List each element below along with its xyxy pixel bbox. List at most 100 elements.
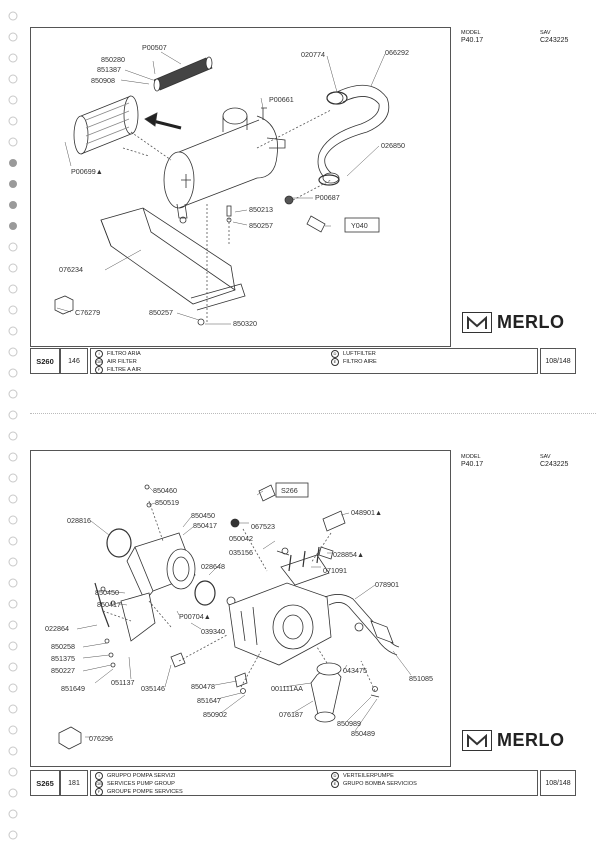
delivery-tube — [324, 594, 400, 656]
part-label: 850450 — [191, 511, 215, 520]
lang-flag: D — [331, 350, 339, 358]
merlo-logo: MERLO — [462, 730, 565, 751]
part-label: 850280 — [101, 55, 125, 64]
part-label: 039340 — [201, 627, 225, 636]
part-label: 850257 — [149, 308, 173, 317]
part-label: P00687 — [315, 193, 340, 202]
part-label: 028854▲ — [333, 550, 364, 559]
lang-flag: D — [331, 772, 339, 780]
part-label: 851649 — [61, 684, 85, 693]
part-label: P00507 — [142, 43, 167, 52]
sav-label: SAV — [540, 454, 551, 460]
pump-flange — [126, 532, 196, 602]
part-label: 850320 — [233, 319, 257, 328]
sav-value: C243225 — [540, 461, 569, 468]
part-label: 066292 — [385, 48, 409, 57]
binder-rings — [4, 0, 22, 842]
part-label: 850460 — [153, 486, 177, 495]
part-label: 050042 — [229, 534, 253, 543]
part-label: 076234 — [59, 265, 83, 274]
model-label: MODEL — [461, 30, 481, 36]
part-label: 850489 — [351, 729, 375, 738]
inner-filter-cartridge — [153, 56, 213, 92]
part-label: 067523 — [251, 522, 275, 531]
model-value: P40.17 — [461, 461, 484, 468]
sav-block: SAV C243225 — [540, 453, 568, 469]
part-label: 850417 — [193, 521, 217, 530]
part-label: Y040 — [351, 221, 368, 230]
lang-flag: F — [95, 366, 103, 374]
part-label: 851387 — [97, 65, 121, 74]
drawing-frame-air-filter: P00507 850280 851387 850908 P00699▲ P006… — [30, 27, 451, 347]
model-block: MODEL P40.17 — [461, 29, 483, 45]
pump-group-exploded-drawing: 850460 850519 850450 850417 028816 S266 … — [45, 482, 433, 750]
merlo-logo: MERLO — [462, 312, 565, 333]
air-filter-exploded-drawing: P00507 850280 851387 850908 P00699▲ P006… — [54, 43, 409, 328]
part-label: 043475 — [343, 666, 367, 675]
part-label: 850902 — [203, 710, 227, 719]
part-label: 850258 — [51, 642, 75, 651]
part-label: 028816 — [67, 516, 91, 525]
section-number: 181 — [60, 770, 88, 796]
part-label: 020774 — [301, 50, 325, 59]
part-label: 076296 — [89, 734, 113, 743]
merlo-logo-mark — [462, 730, 492, 751]
merlo-logo-mark — [462, 312, 492, 333]
part-label: 850989 — [337, 719, 361, 728]
pump-body — [228, 546, 332, 666]
part-label: 850450 — [95, 588, 119, 597]
brand-name: MERLO — [497, 312, 565, 332]
part-label: 851647 — [197, 696, 221, 705]
sav-block: SAV C243225 — [540, 29, 568, 45]
part-label: P00704▲ — [179, 612, 211, 621]
page-separator — [30, 413, 596, 414]
part-label: 850478 — [191, 682, 215, 691]
model-block: MODEL P40.17 — [461, 453, 483, 469]
part-label: 078901 — [375, 580, 399, 589]
intake-hose — [317, 84, 390, 184]
sav-label: SAV — [540, 30, 551, 36]
part-label: 076187 — [279, 710, 303, 719]
lang-flag: E — [331, 358, 339, 366]
lang-flag: GB — [95, 780, 103, 788]
lang-flag: F — [95, 788, 103, 796]
part-label: P00661 — [269, 95, 294, 104]
binder-ring-column — [8, 11, 18, 840]
section-number: 146 — [60, 348, 88, 374]
outer-filter-cartridge — [73, 95, 139, 155]
filter-housing — [163, 107, 286, 224]
part-label: 022864 — [45, 624, 69, 633]
lang-flag: I — [95, 772, 103, 780]
part-label: 850227 — [51, 666, 75, 675]
part-label: 035146 — [141, 684, 165, 693]
sav-value: C243225 — [540, 37, 569, 44]
part-label: 071091 — [323, 566, 347, 575]
lang-flag: E — [331, 780, 339, 788]
page-counter: 108/148 — [540, 348, 576, 374]
part-label: 001111AA — [271, 684, 303, 693]
part-label: 850257 — [249, 221, 273, 230]
part-label: 035156 — [229, 548, 253, 557]
drawing-frame-pump-group: 850460 850519 850450 850417 028816 S266 … — [30, 450, 451, 767]
section-code: S265 — [30, 770, 60, 796]
lang-flag: I — [95, 350, 103, 358]
part-label: 048901▲ — [351, 508, 382, 517]
lang-flag: GB — [95, 358, 103, 366]
part-label: 850519 — [155, 498, 179, 507]
part-label: 850213 — [249, 205, 273, 214]
mounting-bracket — [100, 207, 246, 311]
part-label: 850417 — [97, 600, 121, 609]
